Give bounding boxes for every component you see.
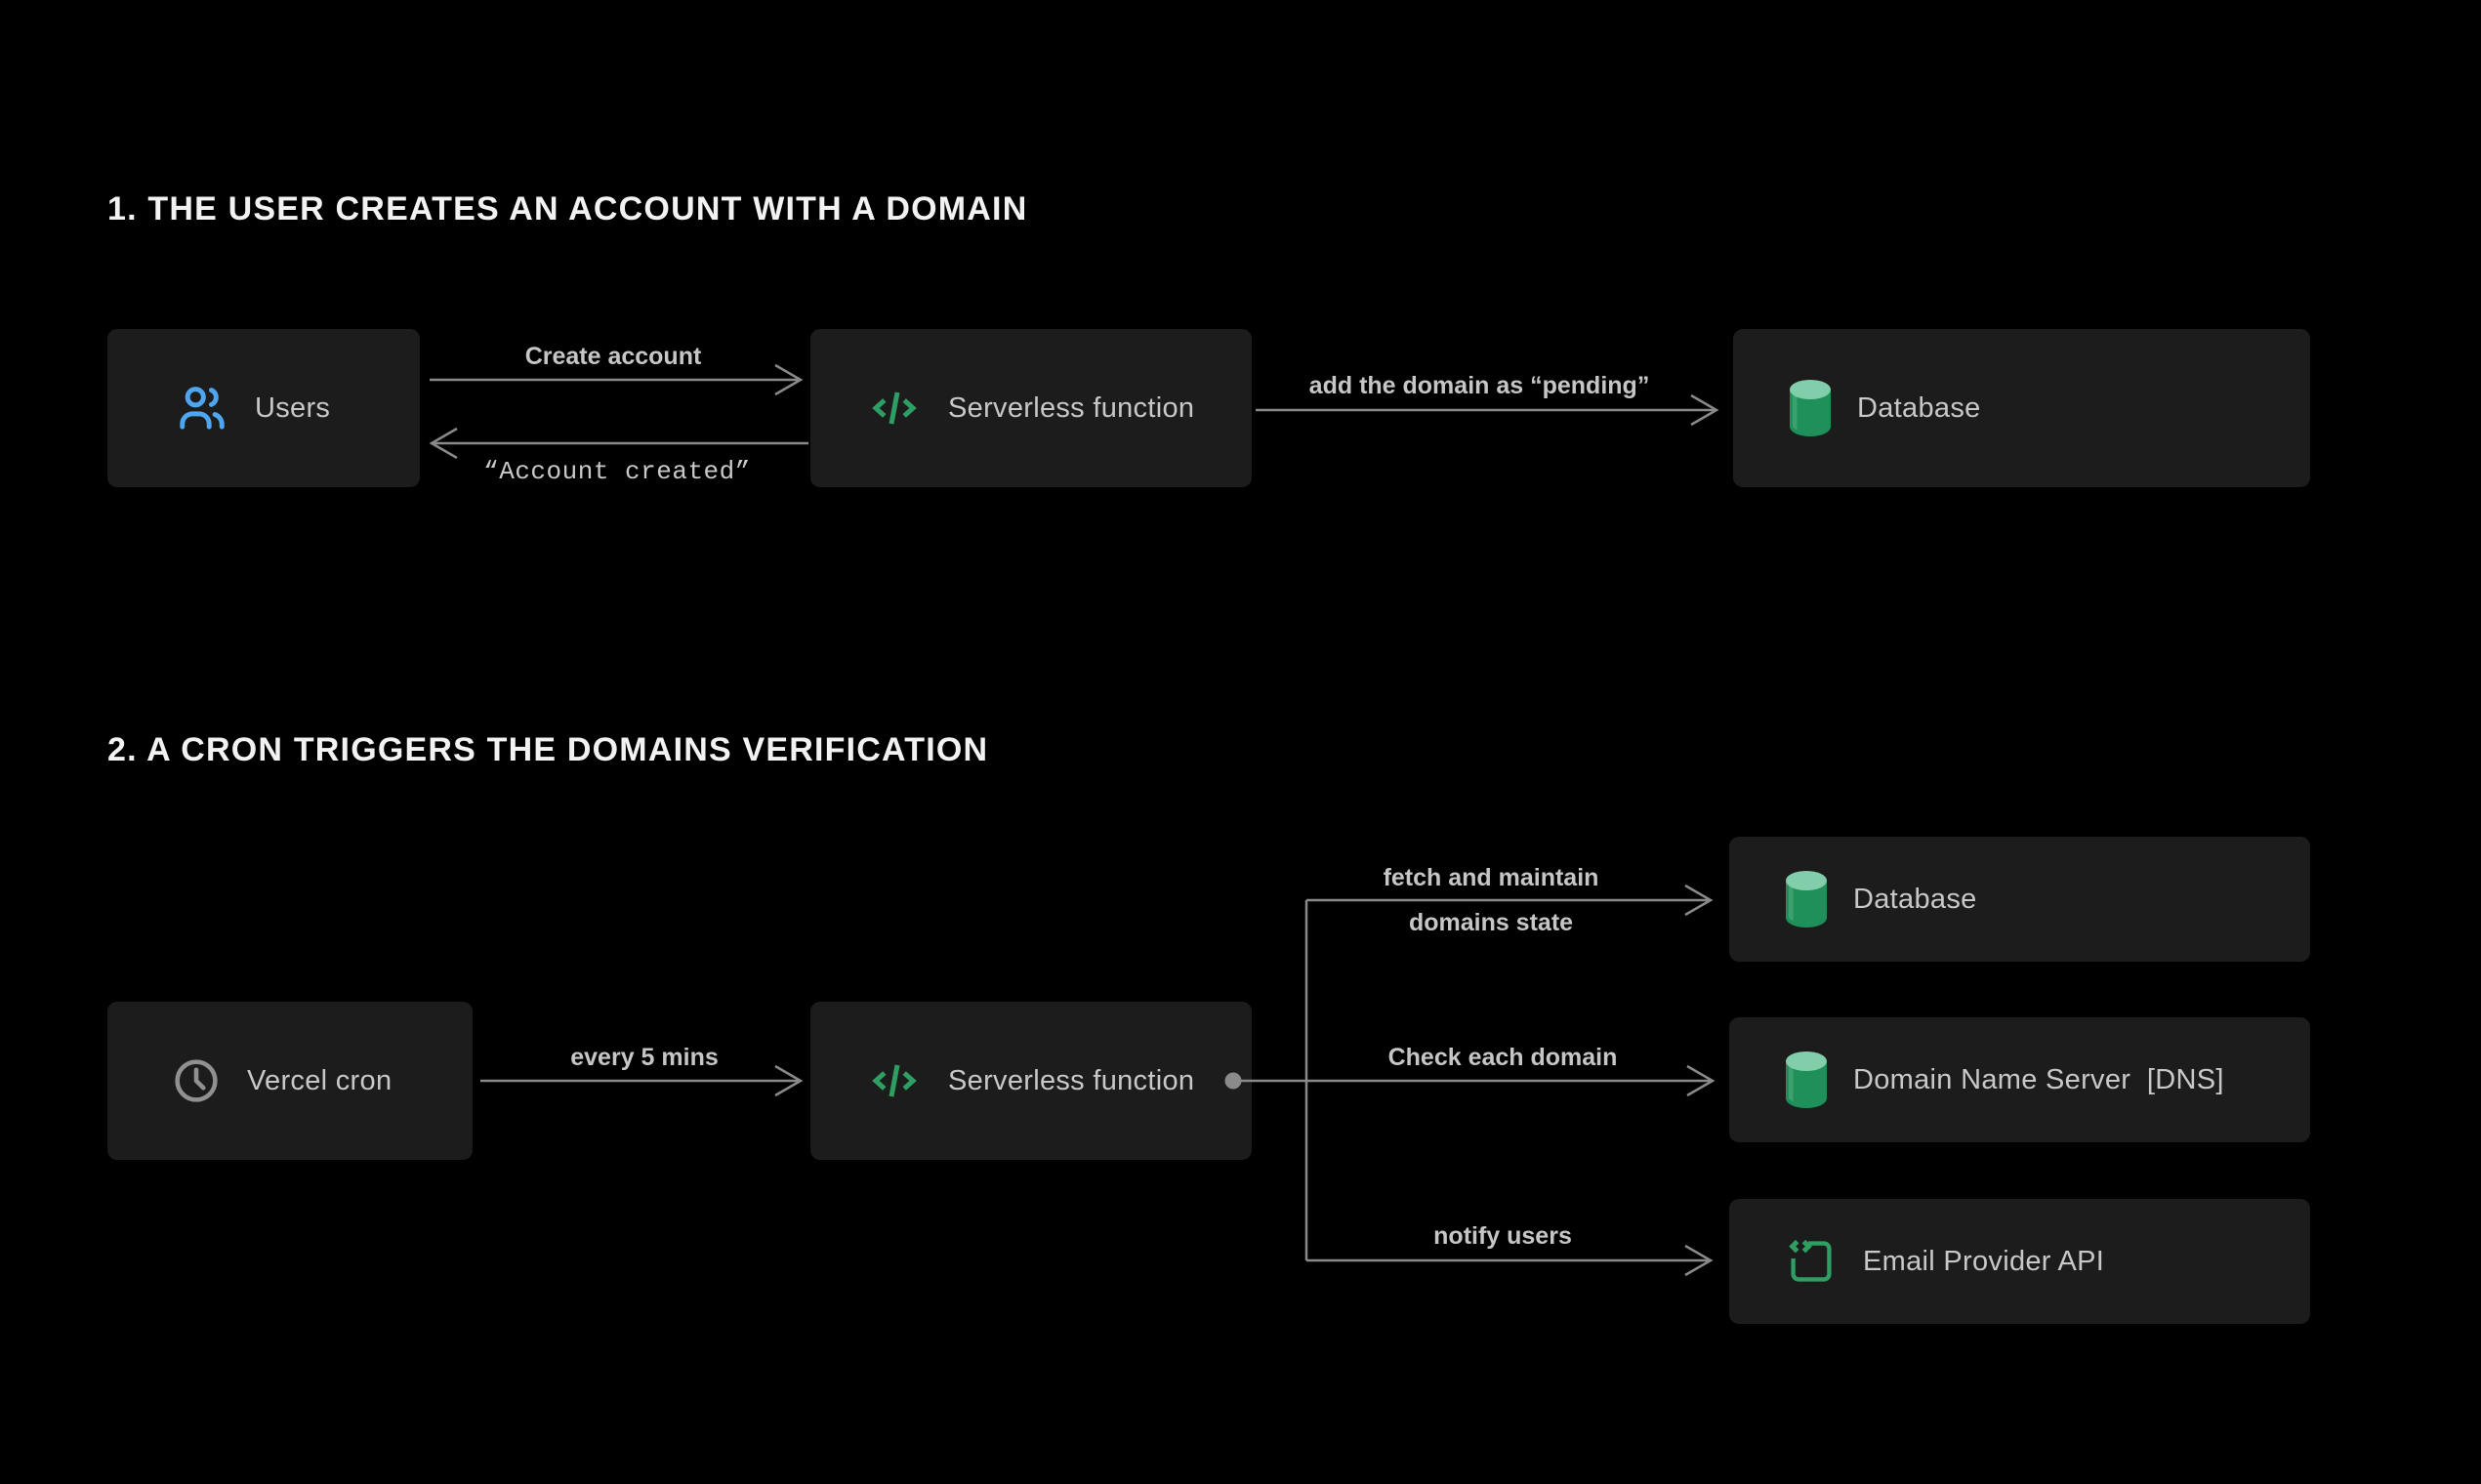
code-icon — [867, 1055, 922, 1106]
database-box-label: Database — [1857, 392, 1981, 424]
users-icon — [176, 382, 228, 434]
serverless-function-label: Serverless function — [948, 1064, 1195, 1096]
dns-box-label: Domain Name Server [DNS] — [1853, 1063, 2224, 1095]
clock-icon — [172, 1056, 221, 1105]
fetch-and-maintain-arrow-label-line1: fetch and maintain — [1383, 864, 1599, 891]
database-icon — [1786, 871, 1827, 928]
arrowhead-right-icon — [1686, 1064, 1716, 1097]
database-icon — [1790, 380, 1831, 436]
serverless-function-label: Serverless function — [948, 392, 1195, 424]
email-provider-api-box: Email Provider API — [1729, 1199, 2310, 1324]
arrowhead-left-icon — [429, 427, 458, 460]
arrowhead-right-icon — [774, 363, 804, 396]
code-icon — [867, 383, 922, 433]
arrowhead-right-icon — [1684, 1244, 1714, 1277]
database-box-label: Database — [1853, 883, 1977, 915]
section-2-heading: 2. A CRON TRIGGERS THE DOMAINS VERIFICAT… — [107, 731, 989, 768]
every-5-mins-arrow-label: every 5 mins — [570, 1044, 719, 1071]
vercel-cron-box: Vercel cron — [107, 1002, 473, 1160]
users-box-label: Users — [255, 392, 331, 424]
arrowhead-right-icon — [774, 1064, 804, 1097]
dns-box: Domain Name Server [DNS] — [1729, 1017, 2310, 1142]
serverless-function-box-2: Serverless function — [810, 1002, 1252, 1160]
api-icon — [1786, 1236, 1837, 1287]
email-provider-api-label: Email Provider API — [1863, 1245, 2105, 1277]
arrowhead-right-icon — [1690, 393, 1719, 427]
account-created-arrow-label: “Account created” — [483, 457, 751, 486]
fetch-and-maintain-arrow-label-line2: domains state — [1408, 909, 1574, 936]
database-box-1: Database — [1733, 329, 2310, 487]
users-box: Users — [107, 329, 420, 487]
notify-users-arrow-label: notify users — [1433, 1222, 1572, 1250]
check-each-domain-arrow-label: Check each domain — [1387, 1044, 1618, 1071]
create-account-arrow-label: Create account — [524, 343, 702, 370]
database-box-2: Database — [1729, 837, 2310, 962]
database-icon — [1786, 1051, 1827, 1108]
vercel-cron-label: Vercel cron — [247, 1064, 393, 1096]
arrowhead-right-icon — [1684, 884, 1714, 917]
add-domain-pending-arrow-label: add the domain as “pending” — [1308, 372, 1650, 399]
serverless-function-box-1: Serverless function — [810, 329, 1252, 487]
section-1-heading: 1. THE USER CREATES AN ACCOUNT WITH A DO… — [107, 190, 1028, 227]
